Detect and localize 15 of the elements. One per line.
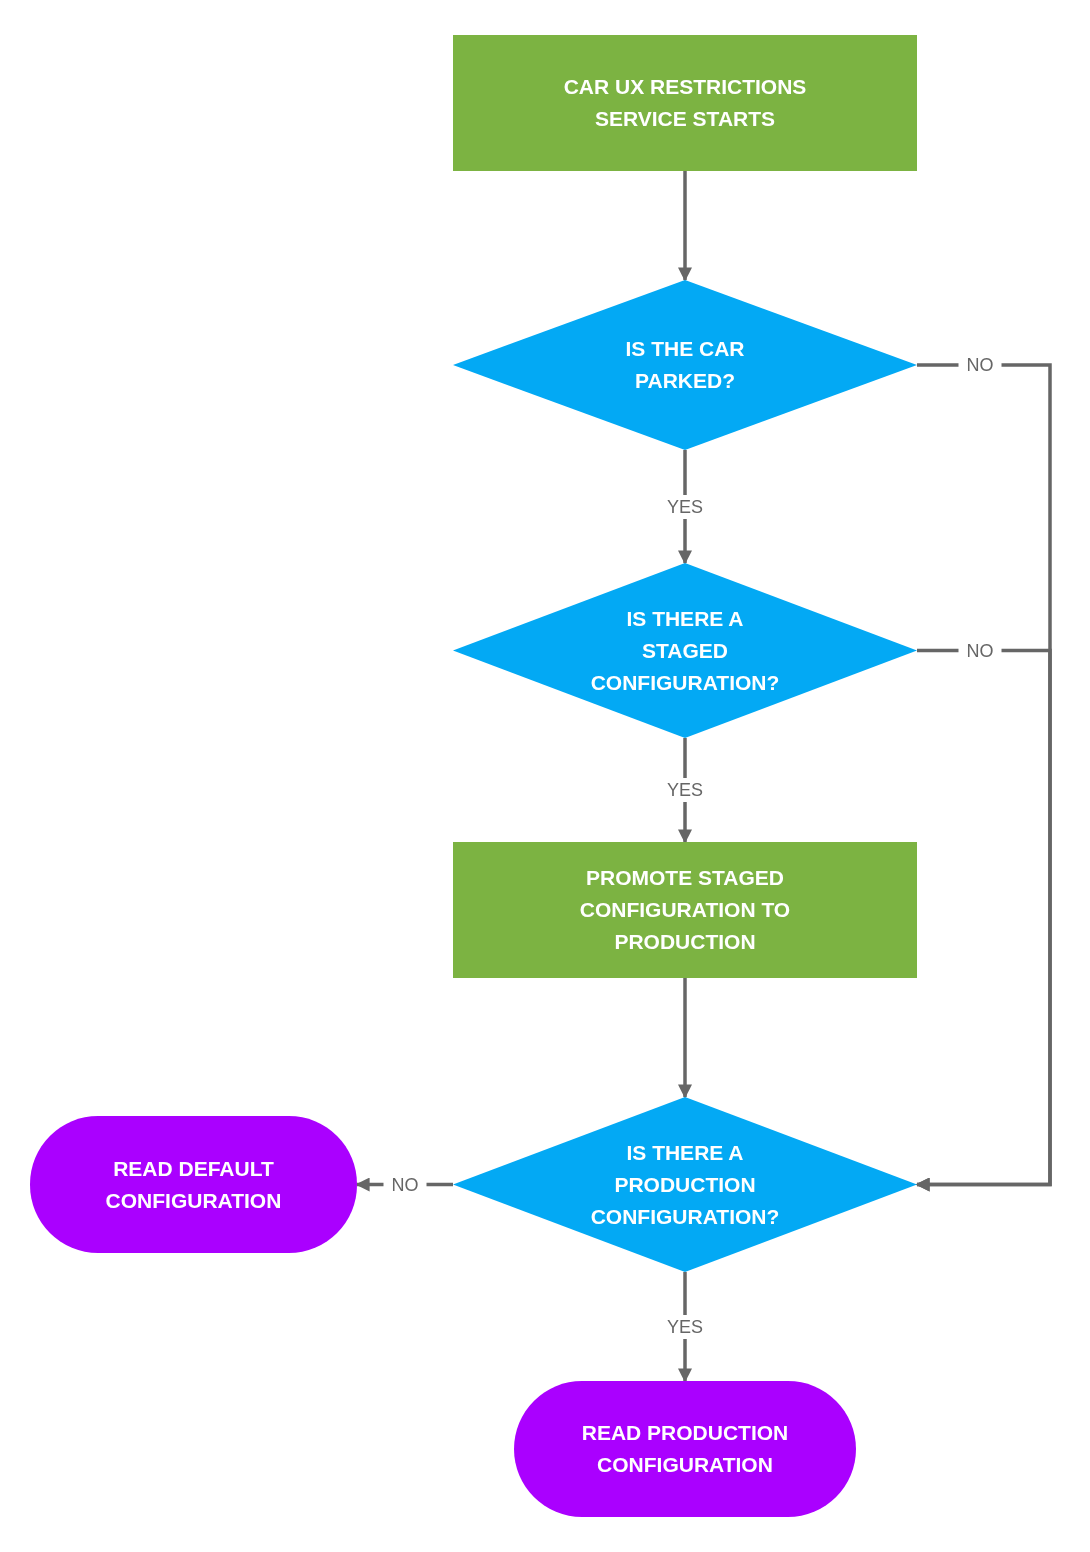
- decision-diamond: [453, 280, 917, 450]
- arrow: [678, 171, 692, 282]
- arrow: [678, 978, 692, 1099]
- node-text: IS THERE A STAGED CONFIGURATION?: [589, 605, 781, 696]
- node-text: CAR UX RESTRICTIONS SERVICE STARTS: [563, 74, 807, 132]
- node-text: IS THE CAR PARKED?: [624, 336, 746, 394]
- decision-diamond: [453, 563, 917, 738]
- process-box: [453, 842, 917, 978]
- decision-diamond: [453, 1097, 917, 1272]
- node-text: IS THERE A PRODUCTION CONFIGURATION?: [589, 1139, 781, 1230]
- process-box: [453, 35, 917, 171]
- node-text: READ DEFAULT CONFIGURATION: [104, 1155, 283, 1214]
- node-text: PROMOTE STAGED CONFIGURATION TO PRODUCTION: [578, 865, 792, 955]
- arrow: [915, 648, 1052, 1192]
- node-text: READ PRODUCTION CONFIGURATION: [580, 1420, 790, 1478]
